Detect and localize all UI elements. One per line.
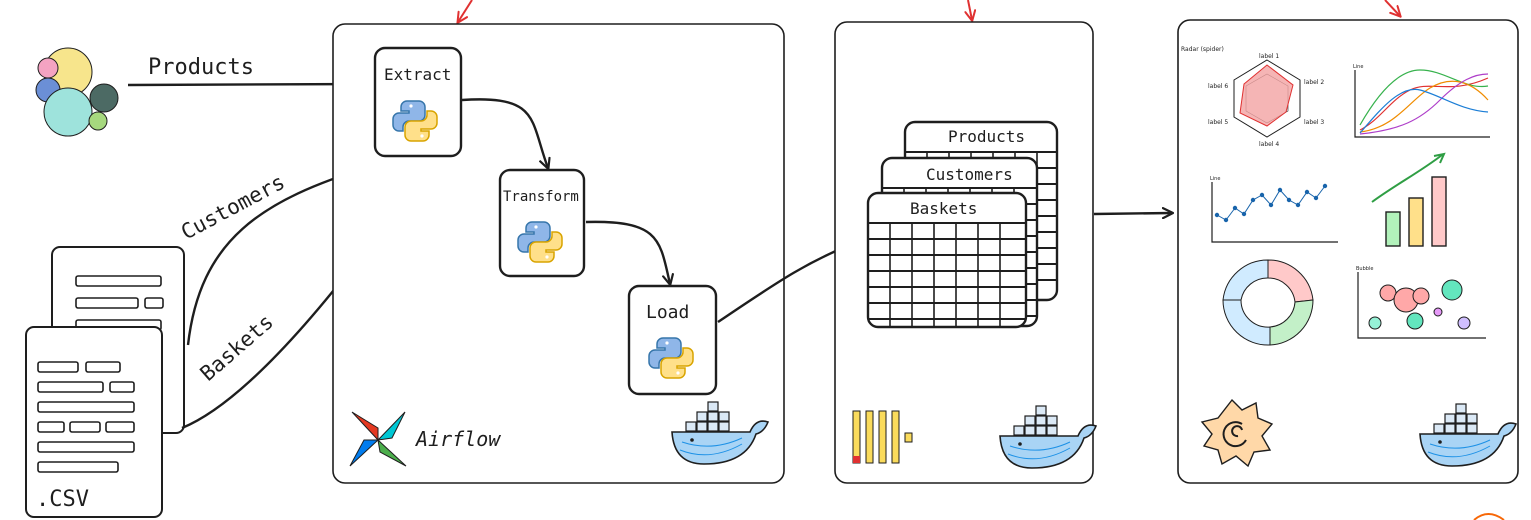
load-label: Load	[646, 302, 689, 323]
scatter-point	[1241, 211, 1247, 217]
warehouse-to-dashboard-arrow	[1093, 213, 1172, 214]
scatter-point	[1322, 183, 1328, 189]
csv-label: .CSV	[36, 487, 89, 512]
scatter-chart-title: Line	[1210, 176, 1220, 182]
bar-chart-trend-arrow	[1433, 152, 1446, 164]
radar-chart-area	[1239, 64, 1294, 127]
dashboard-panel	[1177, 19, 1519, 484]
transform-to-load-arrow	[585, 220, 670, 284]
radar-chart-title: Radar (spider)	[1181, 46, 1224, 53]
table-title: Customers	[926, 165, 1013, 184]
radar-chart-grid	[1233, 59, 1301, 138]
baskets-source-label: Baskets	[196, 310, 279, 386]
scatter-point	[1232, 205, 1238, 211]
line-chart-series	[1359, 73, 1489, 135]
scatter-point	[1268, 202, 1274, 208]
scatter-chart-axes	[1211, 182, 1338, 243]
bar-chart-bar	[1385, 211, 1401, 247]
csv-file-icon	[25, 246, 185, 518]
scatter-point	[1223, 217, 1229, 223]
transform-label: Transform	[503, 189, 579, 205]
radar-label: label 5	[1208, 119, 1228, 126]
bubble-chart-bubbles	[1368, 279, 1471, 330]
radar-label: label 6	[1208, 83, 1228, 90]
radar-label: label 2	[1304, 79, 1324, 86]
bubble-chart-axes	[1357, 272, 1486, 339]
grafana-logo-icon	[1200, 398, 1274, 468]
corner-mark	[1473, 513, 1505, 520]
donut-chart	[1222, 259, 1314, 346]
bubble-chart-title: Bubble	[1356, 266, 1373, 272]
scatter-point	[1250, 197, 1256, 203]
radar-label: label 4	[1259, 141, 1279, 148]
customers-arrow	[186, 166, 372, 346]
airflow-logo-text: Airflow	[414, 427, 501, 451]
table-title: Baskets	[910, 199, 977, 218]
scatter-point	[1295, 202, 1301, 208]
line-chart-axes	[1354, 70, 1490, 138]
line-chart-title: Line	[1353, 64, 1363, 70]
table-sheet	[866, 191, 1028, 329]
bar-chart-bar	[1408, 197, 1424, 247]
extract-label: Extract	[384, 65, 451, 84]
airflow-logo-icon	[349, 411, 407, 467]
scatter-point	[1259, 192, 1265, 198]
products-arrow	[127, 84, 372, 85]
scatter-point	[1286, 197, 1292, 203]
bar-chart-trend-arrow	[1371, 154, 1443, 203]
products-source-label: Products	[148, 55, 254, 80]
clickhouse-logo-icon	[852, 410, 913, 464]
bar-chart-bar	[1431, 176, 1447, 247]
line-chart-series	[1359, 88, 1489, 134]
scatter-chart-points	[1214, 183, 1328, 223]
scatter-point	[1277, 187, 1283, 193]
table-title: Products	[948, 127, 1025, 146]
scatter-point	[1313, 195, 1319, 201]
top-red-arrows	[458, 0, 1400, 22]
scatter-point	[1304, 189, 1310, 195]
elastic-logo-icon	[35, 47, 119, 137]
scatter-point	[1214, 212, 1220, 218]
extract-to-transform-arrow	[461, 98, 548, 168]
line-chart-series	[1359, 80, 1489, 133]
radar-label: label 3	[1304, 119, 1324, 126]
radar-label: label 1	[1259, 53, 1279, 60]
